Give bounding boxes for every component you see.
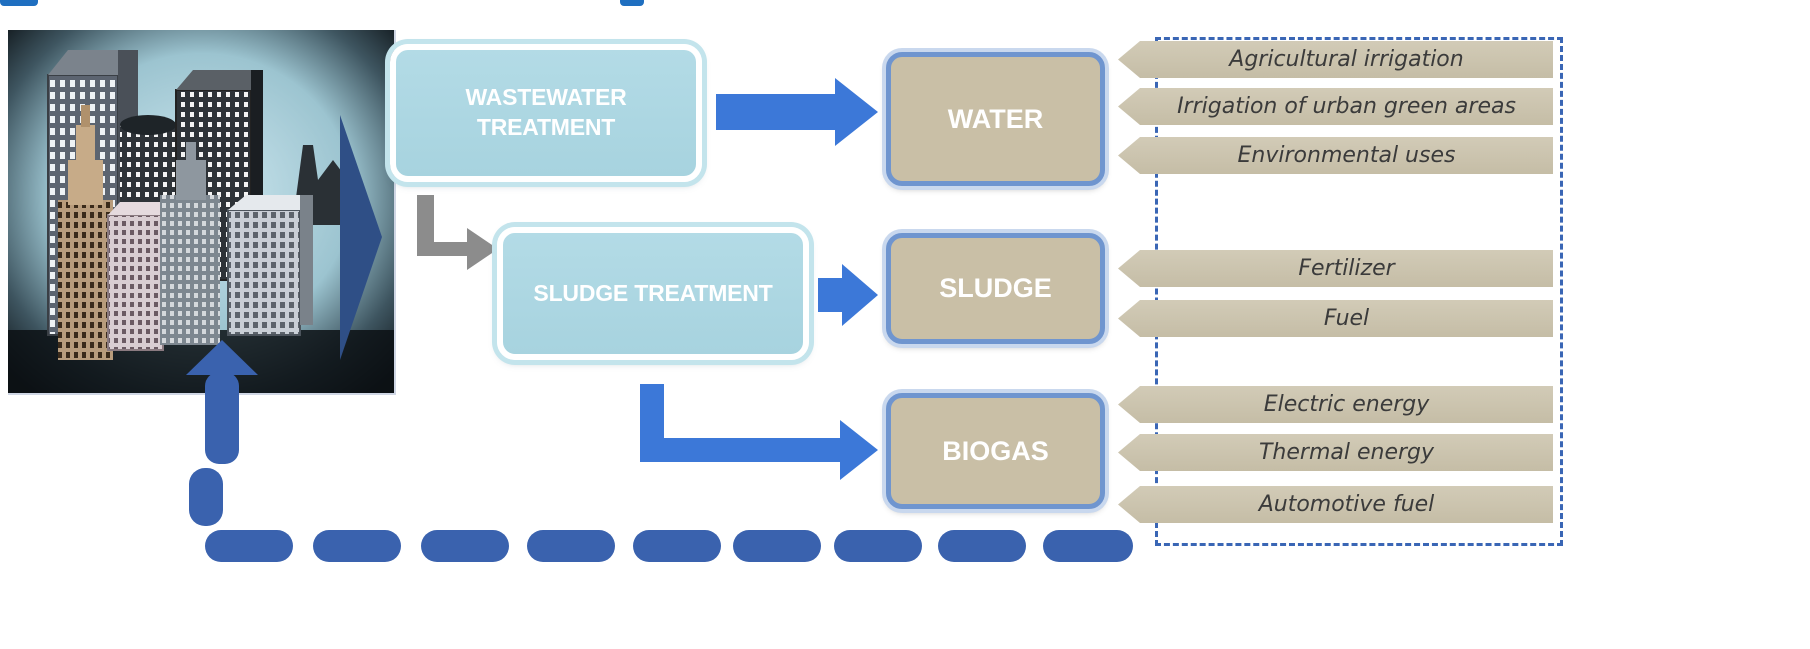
water-product-box: WATER — [886, 52, 1105, 186]
city-image — [8, 30, 396, 395]
arrow-sludge-treatment-to-sludge — [818, 264, 878, 326]
title-fragment-left — [0, 0, 38, 6]
use-fertilizer: Fertilizer — [1118, 250, 1553, 287]
wastewater-treatment-box: WASTEWATER TREATMENT — [390, 44, 702, 182]
arrow-wastewater-to-sludge-treatment — [417, 195, 498, 270]
use-automotive-fuel: Automotive fuel — [1118, 486, 1553, 523]
biogas-product-box: BIOGAS — [886, 393, 1105, 509]
use-agricultural-irrigation: Agricultural irrigation — [1118, 41, 1553, 78]
use-fuel: Fuel — [1118, 300, 1553, 337]
sludge-product-box: SLUDGE — [886, 233, 1105, 344]
city-buildings-icon — [8, 30, 394, 393]
use-environmental-uses: Environmental uses — [1118, 137, 1553, 174]
use-thermal-energy: Thermal energy — [1118, 434, 1553, 471]
sludge-treatment-box: SLUDGE TREATMENT — [497, 227, 809, 360]
title-fragment-right — [620, 0, 644, 6]
arrow-sludge-treatment-to-biogas — [640, 384, 878, 480]
use-electric-energy: Electric energy — [1118, 386, 1553, 423]
arrow-wastewater-to-water — [716, 78, 878, 146]
use-irrigation-urban-green-areas: Irrigation of urban green areas — [1118, 88, 1553, 125]
city-output-chevron-icon — [340, 115, 382, 360]
uses-group-frame — [1155, 37, 1563, 546]
